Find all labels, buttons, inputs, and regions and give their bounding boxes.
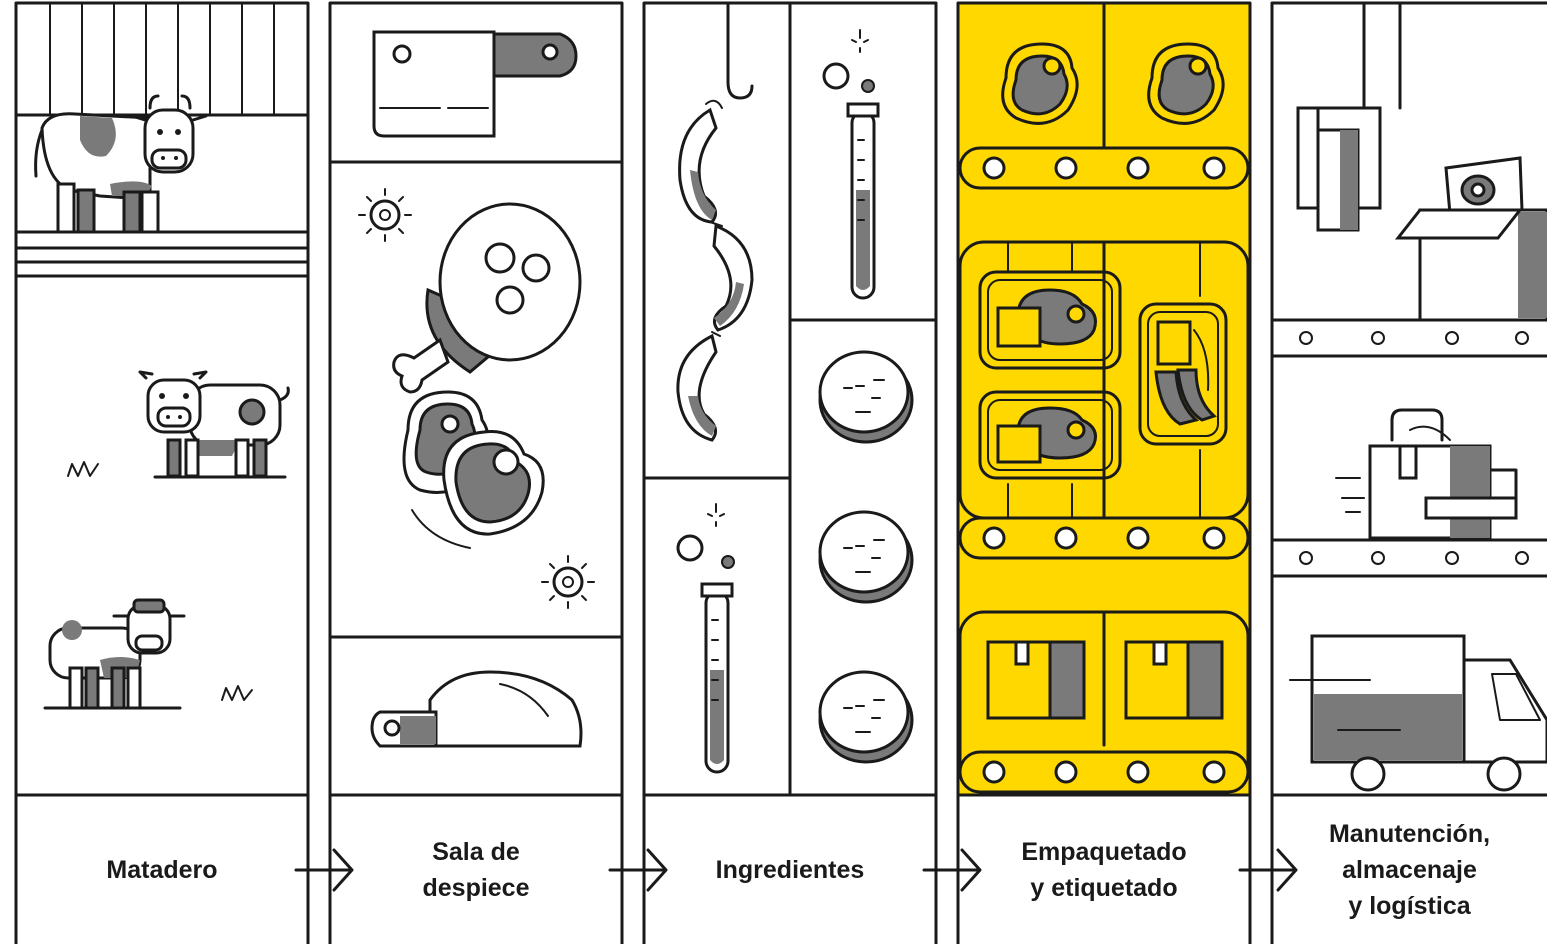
pig-icon	[138, 370, 290, 479]
grass-icon	[67, 461, 99, 477]
truck-icon	[1289, 634, 1547, 792]
stage-matadero	[14, 1, 310, 944]
bubbles-icon	[822, 29, 875, 93]
burger-patty-icon	[818, 510, 914, 604]
test-tube-icon	[846, 102, 880, 300]
box-icon	[986, 640, 1086, 720]
box-icon	[1394, 156, 1547, 322]
calf-icon	[43, 598, 186, 710]
tray-pack-icon	[978, 390, 1122, 480]
arrow-right-icon	[608, 848, 668, 892]
arrow-right-icon	[922, 848, 982, 892]
burger-patty-icon	[818, 350, 914, 444]
tray-pack-icon	[978, 270, 1122, 370]
grass-icon	[221, 685, 253, 701]
stage-manutencion	[1270, 1, 1547, 944]
steak-icon	[402, 390, 545, 549]
box-icon	[1124, 640, 1224, 720]
arrow-right-icon	[294, 848, 354, 892]
test-tube-icon	[700, 582, 734, 774]
tray-pack-icon	[1138, 302, 1228, 446]
burger-patty-icon	[818, 670, 914, 764]
knife-icon	[370, 670, 583, 748]
stage-ingredientes	[642, 1, 938, 944]
fence-icon	[14, 2, 310, 117]
gear-icon	[541, 555, 595, 609]
cleaver-icon	[372, 30, 578, 138]
steak-icon	[1001, 42, 1079, 125]
sausage-icon	[676, 1, 754, 442]
conveyor-roller-icon	[1270, 538, 1547, 578]
stage-label-text: Matadero	[106, 856, 218, 884]
conveyor-roller-icon	[958, 516, 1250, 560]
stage-label-matadero: Matadero	[16, 800, 308, 940]
bubbles-icon	[676, 503, 735, 569]
stage-sala-de-despiece	[328, 1, 624, 944]
arrow-right-icon	[1238, 848, 1298, 892]
gripper-icon	[1296, 106, 1382, 232]
stage-label-text: Ingredientes	[715, 856, 865, 884]
conveyor-roller-icon	[958, 146, 1250, 190]
ham-icon	[392, 202, 582, 394]
bag-icon	[1335, 408, 1518, 540]
gear-icon	[358, 188, 412, 242]
stage-empaquetado	[956, 1, 1252, 944]
steak-icon	[1147, 42, 1225, 125]
stage-label-ingredientes: Ingredientes	[644, 800, 936, 940]
cow-icon	[34, 94, 208, 234]
conveyor-roller-icon	[1270, 318, 1547, 358]
conveyor-roller-icon	[958, 750, 1250, 794]
